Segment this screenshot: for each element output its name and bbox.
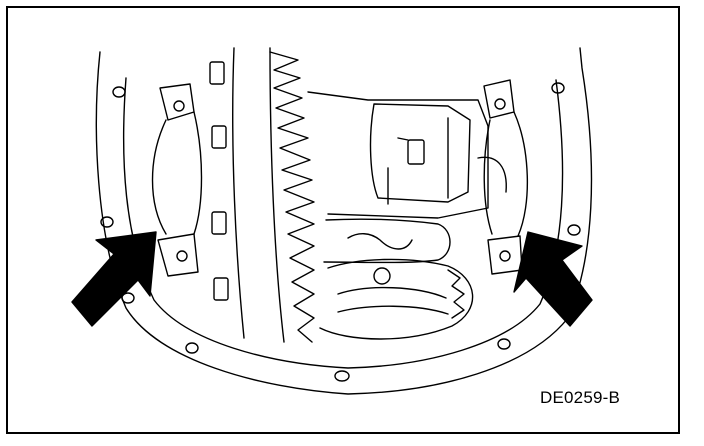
- differential-case: [307, 91, 489, 285]
- left-bearing-cap: [151, 83, 203, 277]
- figure-id-label: DE0259-B: [540, 388, 621, 407]
- differential-diagram: [71, 47, 593, 395]
- pinion-gear: [319, 258, 474, 340]
- housing-flange-outline: [95, 47, 593, 395]
- flange-bolt-holes: [100, 82, 581, 382]
- right-bearing-cap: [477, 79, 529, 275]
- ring-gear-rim: [232, 47, 245, 339]
- ring-gear-teeth: [269, 51, 315, 343]
- ring-gear-face: [269, 47, 285, 343]
- housing-flange-inner: [122, 77, 564, 369]
- arrow-up-right-icon: [71, 231, 157, 327]
- figure-frame: [6, 6, 680, 434]
- arrow-up-left-icon: [513, 231, 593, 327]
- ring-gear-bolts: [209, 61, 229, 301]
